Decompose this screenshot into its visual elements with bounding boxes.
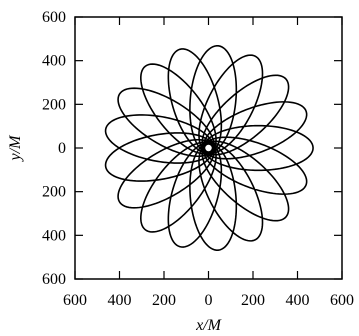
x-tick-label: 400: [286, 292, 310, 309]
y-tick-label: 0: [58, 140, 66, 157]
y-axis-label: y/M: [7, 134, 24, 163]
y-tick-label: 400: [42, 53, 66, 70]
y-tick-label: 200: [42, 96, 66, 113]
y-tick-label: 600: [42, 271, 66, 288]
x-tick-label: 200: [241, 292, 265, 309]
y-tick-label: 400: [42, 227, 66, 244]
x-axis-label: x/M: [195, 317, 223, 334]
x-tick-label: 600: [330, 292, 354, 309]
central-black-hole: [203, 143, 214, 153]
x-tick-label: 200: [152, 292, 176, 309]
x-tick-label: 600: [63, 292, 87, 309]
axis-ticks: 600 400 200 0 200 400 600 600 400 200 0 200 400 600: [42, 9, 354, 309]
y-tick-label: 200: [42, 184, 66, 201]
x-tick-label: 0: [205, 292, 213, 309]
x-tick-label: 400: [108, 292, 132, 309]
y-tick-label: 600: [42, 9, 66, 26]
